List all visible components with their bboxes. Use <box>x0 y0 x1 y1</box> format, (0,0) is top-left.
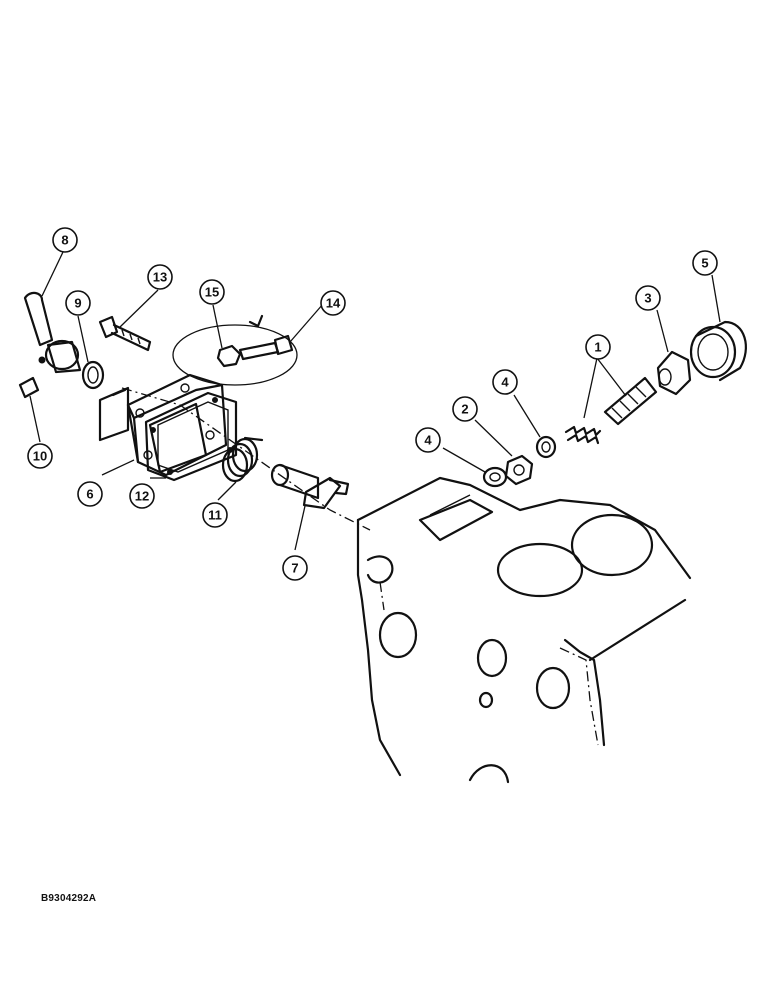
svg-text:15: 15 <box>205 285 219 300</box>
seal-washer <box>482 466 508 488</box>
callout-9: 9 <box>65 290 91 316</box>
governor-housing <box>98 373 228 477</box>
jam-nut <box>216 344 242 368</box>
adjusting-screw <box>172 314 298 386</box>
idle-spring <box>564 425 602 445</box>
callout-4-left: 4 <box>415 427 441 453</box>
callout-2: 2 <box>452 396 478 422</box>
callout-3: 3 <box>635 285 661 311</box>
callout-12: 12 <box>129 483 155 509</box>
svg-text:6: 6 <box>86 487 93 502</box>
callout-15: 15 <box>199 279 225 305</box>
callout-4-right: 4 <box>492 369 518 395</box>
hex-nut <box>504 454 534 486</box>
callout-8: 8 <box>52 227 78 253</box>
roll-pin <box>18 376 40 399</box>
assembly-centerline <box>121 387 371 531</box>
oil-seal <box>81 360 105 390</box>
svg-text:8: 8 <box>61 233 68 248</box>
svg-text:3: 3 <box>644 291 651 306</box>
svg-text:10: 10 <box>33 449 47 464</box>
svg-text:5: 5 <box>701 256 708 271</box>
callout-7: 7 <box>282 555 308 581</box>
svg-text:14: 14 <box>326 296 341 311</box>
callout-6: 6 <box>77 481 103 507</box>
svg-text:7: 7 <box>291 561 298 576</box>
engine-block <box>356 476 692 784</box>
callout-14: 14 <box>320 290 346 316</box>
cap-screw <box>98 315 152 352</box>
svg-text:9: 9 <box>74 296 81 311</box>
callout-1: 1 <box>585 334 611 360</box>
gasket <box>144 391 238 482</box>
svg-text:4: 4 <box>501 375 509 390</box>
governor-shaft <box>270 463 350 510</box>
dust-cap <box>689 320 747 382</box>
svg-text:11: 11 <box>208 508 222 523</box>
torsion-spring <box>221 436 264 483</box>
seal-washer-2 <box>535 435 557 459</box>
svg-text:4: 4 <box>424 433 432 448</box>
shaft-lever <box>23 291 82 374</box>
leader-lines <box>29 251 721 551</box>
callout-13: 13 <box>147 264 173 290</box>
svg-text:13: 13 <box>153 270 167 285</box>
figure-code: B9304292A <box>41 893 97 904</box>
svg-text:12: 12 <box>135 489 149 504</box>
callout-11: 11 <box>202 502 228 528</box>
svg-text:1: 1 <box>594 340 601 355</box>
adjusting-screw-spring <box>603 376 658 426</box>
callout-5: 5 <box>692 250 718 276</box>
callout-10: 10 <box>27 443 53 469</box>
cap-nut <box>656 350 692 396</box>
svg-text:2: 2 <box>461 402 468 417</box>
